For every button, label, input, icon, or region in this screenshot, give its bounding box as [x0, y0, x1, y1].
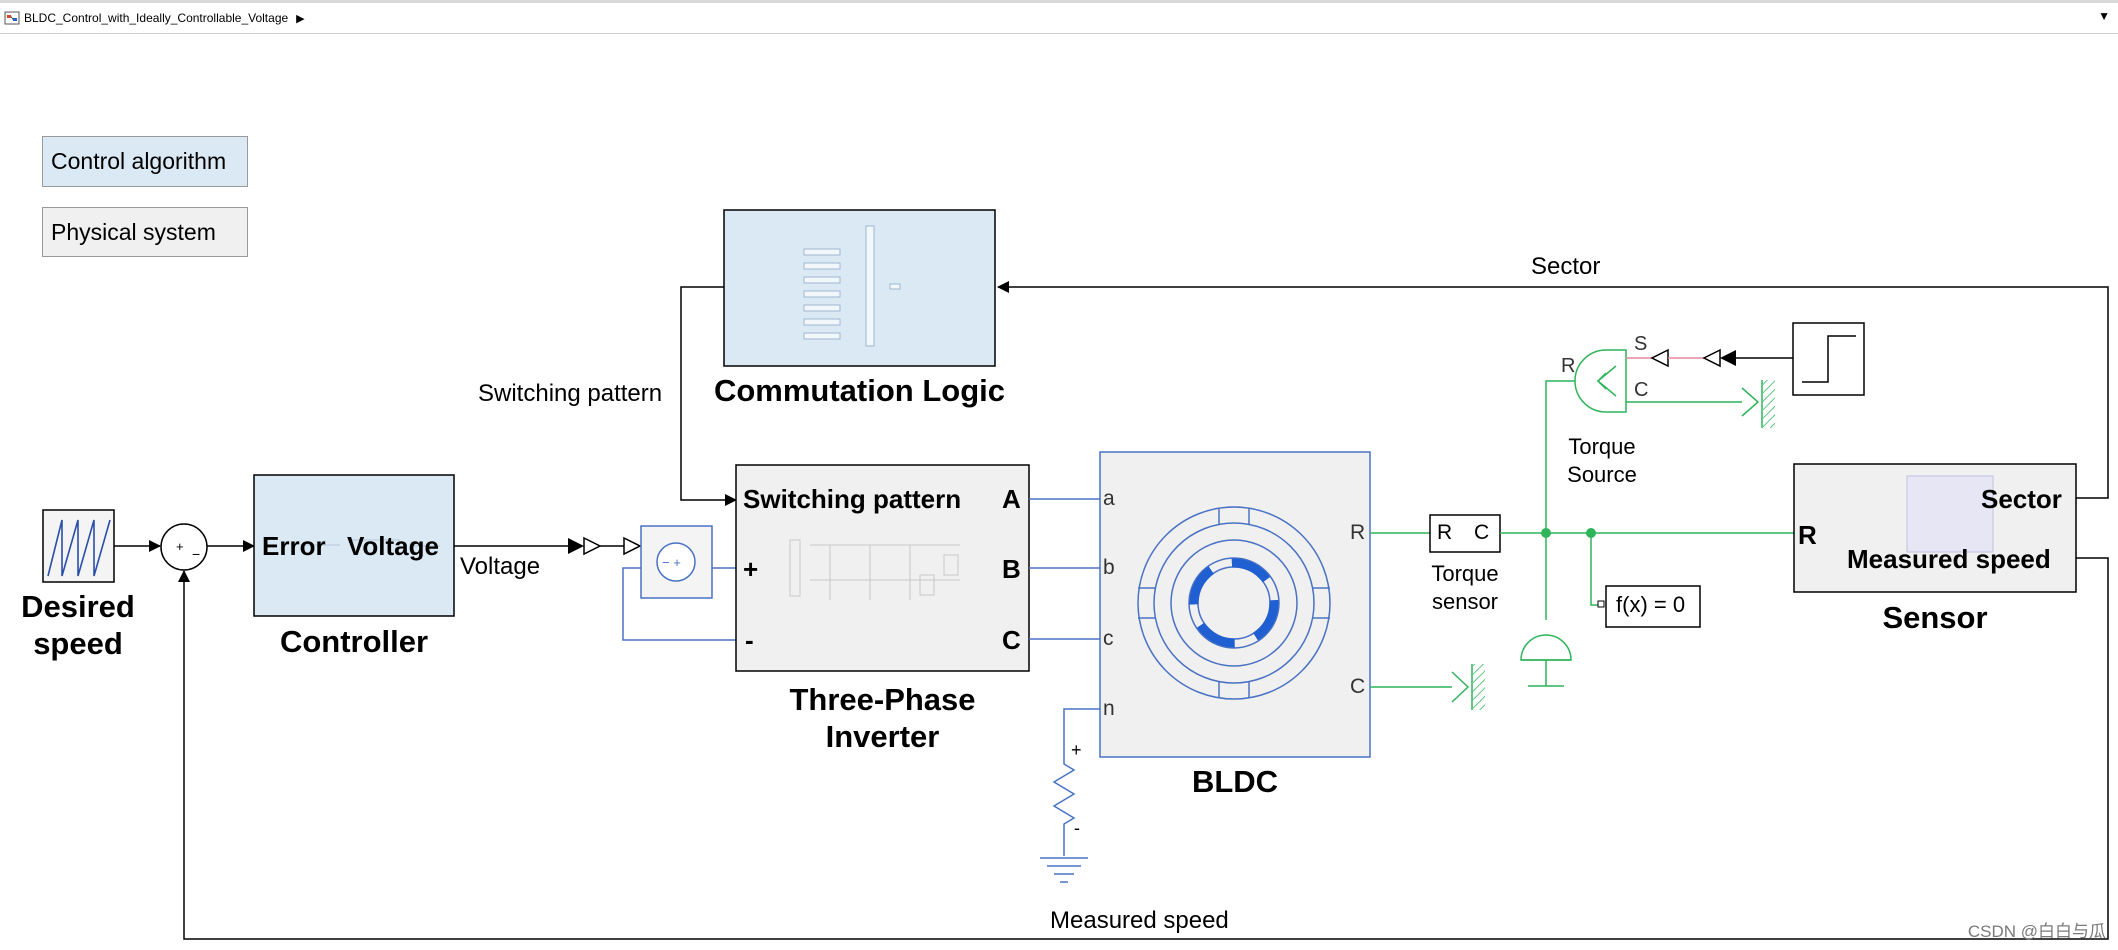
wire-neutral [1063, 708, 1100, 756]
signal-sector [997, 281, 2109, 499]
inverter-preview-icon [789, 539, 960, 600]
bldc-motor-block[interactable] [1099, 451, 1371, 758]
converter-arrow-icon [583, 536, 602, 556]
controller-title: Controller [279, 624, 429, 659]
svg-text:+: + [176, 539, 184, 554]
outport-arrow-icon [1720, 350, 1736, 366]
commutation-logic-block[interactable] [723, 209, 996, 367]
legend-control-algorithm[interactable]: Control algorithm [42, 136, 248, 187]
motor-rotor-icon [1189, 558, 1279, 648]
controller-preview-icon [300, 539, 440, 547]
legend-physical-system[interactable]: Physical system [42, 207, 248, 257]
inverter-port-a: A [1002, 484, 1021, 514]
sensor-port-sector: Sector [1981, 484, 2062, 514]
model-toolbar: BLDC_Control_with_Ideally_Controllable_V… [0, 0, 2118, 34]
wire-minus [622, 567, 736, 641]
resistor-plus: + [1071, 740, 1082, 760]
simulink-model-icon [4, 11, 20, 25]
three-phase-inverter-block[interactable] [735, 464, 1030, 672]
torque-source-port-s: S [1634, 333, 1648, 355]
breadcrumb-model-name[interactable]: BLDC_Control_with_Ideally_Controllable_V… [24, 11, 289, 25]
watermark: CSDN @白白与瓜 [1967, 922, 2106, 941]
torque-source-port-r: R [1561, 355, 1576, 377]
signal-measured-speed-label: Measured speed [1050, 907, 1229, 934]
torque-sensor-title: Torque sensor [1431, 561, 1499, 614]
commutation-preview-icon [803, 225, 901, 347]
svg-text:− +: − + [662, 555, 681, 570]
torque-sensor-block[interactable] [1429, 514, 1501, 553]
bldc-port-case: C [1350, 675, 1366, 698]
bldc-port-b: b [1103, 556, 1115, 579]
inertia-block[interactable] [1520, 634, 1572, 687]
legend-physical-system-label: Physical system [51, 218, 216, 245]
signal-switching-pattern-label: Switching pattern [478, 380, 663, 407]
electrical-ground-icon [1040, 857, 1088, 883]
resistor-minus: - [1074, 818, 1080, 838]
desired-speed-block[interactable] [42, 509, 115, 583]
inverter-port-switching: Switching pattern [743, 484, 962, 514]
mechanical-reference-icon [1741, 380, 1775, 428]
breadcrumb[interactable]: BLDC_Control_with_Ideally_Controllable_V… [4, 8, 305, 28]
diagram-canvas[interactable]: + − − + [0, 34, 2118, 950]
torque-source-block[interactable] [1574, 349, 1627, 413]
controlled-voltage-source[interactable]: − + [640, 525, 713, 599]
chevron-down-icon[interactable]: ▼ [2098, 9, 2110, 23]
resistor-block[interactable] [1052, 756, 1076, 856]
wire-torque-r [1545, 380, 1578, 533]
sensor-title: Sensor [1882, 600, 1988, 635]
sum-block[interactable]: + − [160, 523, 208, 571]
bldc-port-r: R [1350, 521, 1366, 544]
window-edge [0, 0, 2118, 3]
bldc-port-c: c [1103, 627, 1114, 650]
inverter-port-b: B [1002, 554, 1021, 584]
sensor-port-r: R [1798, 520, 1817, 550]
torque-sensor-port-c: C [1474, 521, 1490, 544]
inverter-port-minus: - [745, 625, 754, 655]
converter-arrow-icon [1650, 348, 1669, 368]
sawtooth-icon [47, 519, 111, 577]
commutation-logic-title: Commutation Logic [713, 373, 1006, 408]
step-icon [1802, 335, 1856, 383]
mechanical-reference-icon [1451, 664, 1485, 710]
sensor-port-speed: Measured speed [1847, 544, 2051, 574]
sensor-block[interactable] [1793, 463, 2077, 593]
controller-block[interactable] [253, 474, 455, 617]
solver-label: f(x) = 0 [1616, 592, 1686, 617]
chevron-right-icon[interactable]: ▶ [296, 12, 305, 25]
sensor-preview-icon [1906, 475, 1994, 553]
inverter-port-plus: + [743, 554, 759, 584]
torque-sensor-port-r: R [1437, 521, 1453, 544]
desired-speed-label: Desired speed [21, 589, 135, 661]
inverter-port-c: C [1002, 625, 1021, 655]
bldc-port-a: a [1103, 487, 1115, 510]
torque-source-title: Torque Source [1567, 434, 1637, 487]
signal-voltage-label: Voltage [460, 553, 541, 580]
bldc-port-n: n [1103, 697, 1115, 720]
step-source-block[interactable] [1792, 322, 1865, 396]
signal-switching-pattern [680, 286, 737, 506]
legend-control-algorithm-label: Control algorithm [51, 148, 227, 174]
signal-sector-label: Sector [1531, 253, 1601, 280]
outport-arrow-icon [568, 538, 584, 554]
bldc-title: BLDC [1191, 764, 1279, 799]
inverter-title: Three-Phase Inverter [789, 682, 976, 754]
ps-converter-icon [623, 536, 642, 556]
controller-port-out: Voltage [347, 531, 439, 561]
solver-configuration-block[interactable] [1597, 585, 1701, 628]
controller-port-in: Error [262, 531, 326, 561]
torque-source-port-c: C [1634, 379, 1649, 401]
signal-measured-speed [178, 557, 2109, 940]
svg-text:−: − [192, 546, 200, 562]
ps-converter-icon [1702, 348, 1721, 368]
